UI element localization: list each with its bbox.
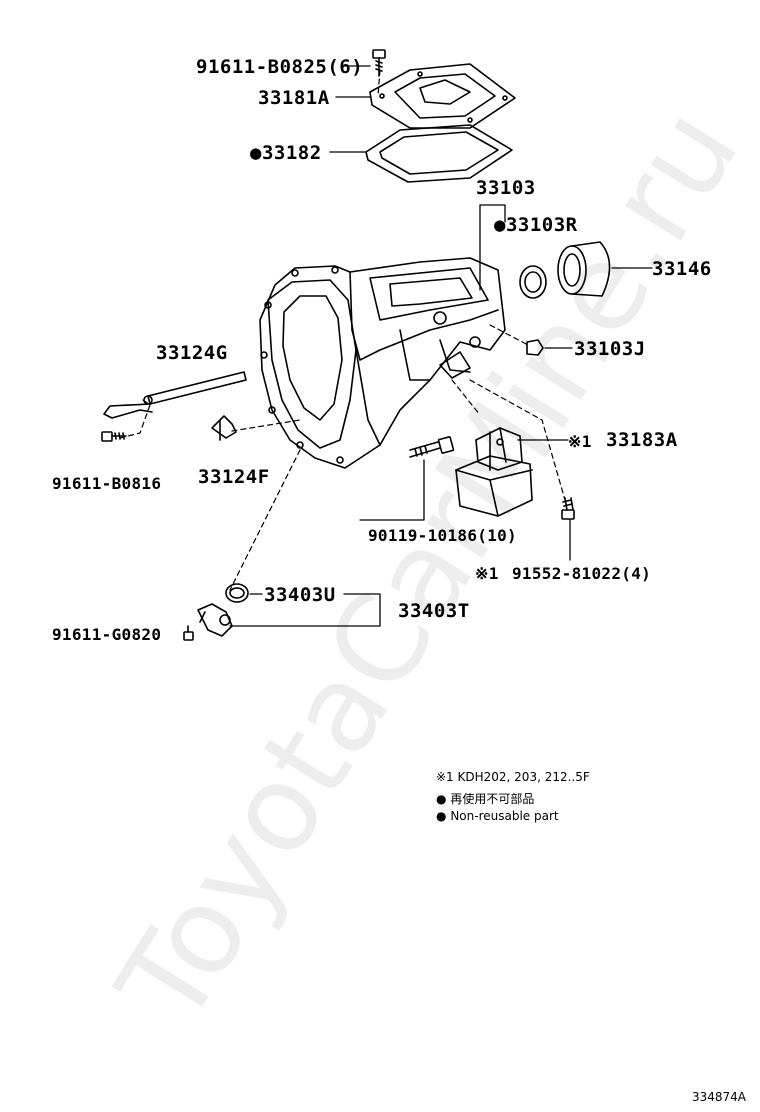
legend-jp-text: 再使用不可部品 [450,792,535,806]
transmission-housing [259,257,506,469]
label-housing[interactable]: 33103 [476,177,536,199]
long-bolt-icon [409,436,455,458]
dashed-lines [119,69,566,591]
bolt-top-icon [372,49,386,77]
bullet-icon: ● [436,792,447,806]
label-mount[interactable]: 33183A [606,429,678,451]
clip [211,415,237,441]
bullet-icon: ● [436,809,447,823]
leader-lines [229,65,653,627]
label-bolt-sensor[interactable]: 91611-G0820 [52,625,162,644]
label-clip[interactable]: 33124F [198,466,270,488]
legend-en-text: Non-reusable part [450,809,559,823]
dipstick [103,371,247,419]
bolt-mount-icon [561,497,575,520]
label-plug[interactable]: 33103J [574,338,646,360]
bearing-retainer [557,241,611,297]
label-mount-mark: ※1 [568,432,592,451]
legend-jp-line: ● 再使用不可部品 [436,792,534,806]
label-bolt-cover[interactable]: 91611-B0825(6) [196,56,364,78]
legend-model-note: ※1 KDH202, 203, 212..5F [436,770,590,784]
plug [526,339,544,356]
label-dipstick[interactable]: 33124G [156,342,228,364]
label-cover[interactable]: 33181A [258,87,330,109]
oil-seal [519,265,547,299]
label-gasket[interactable]: ●33182 [250,142,322,164]
cover-plate [369,63,516,129]
bolt-dipstick-icon [101,431,127,442]
label-mount-bolt-mark: ※1 [475,564,499,583]
label-bolt-dipstick[interactable]: 91611-B0816 [52,474,162,493]
transmission-mount [455,427,533,517]
diagram-ref: 334874A [691,1090,746,1104]
legend-en-line: ● Non-reusable part [436,809,559,823]
label-o-ring[interactable]: 33403U [264,584,336,606]
label-bearing-retainer[interactable]: 33146 [652,258,712,280]
label-sensor-assy[interactable]: 33403T [398,600,470,622]
label-oil-seal[interactable]: ●33103R [494,214,578,236]
speed-sensor [197,603,233,637]
o-ring [225,583,249,603]
bolt-sensor-icon [183,625,194,641]
label-mount-bolt[interactable]: 91552-81022(4) [512,564,652,583]
label-long-bolt[interactable]: 90119-10186(10) [368,526,517,545]
gasket [365,124,513,183]
